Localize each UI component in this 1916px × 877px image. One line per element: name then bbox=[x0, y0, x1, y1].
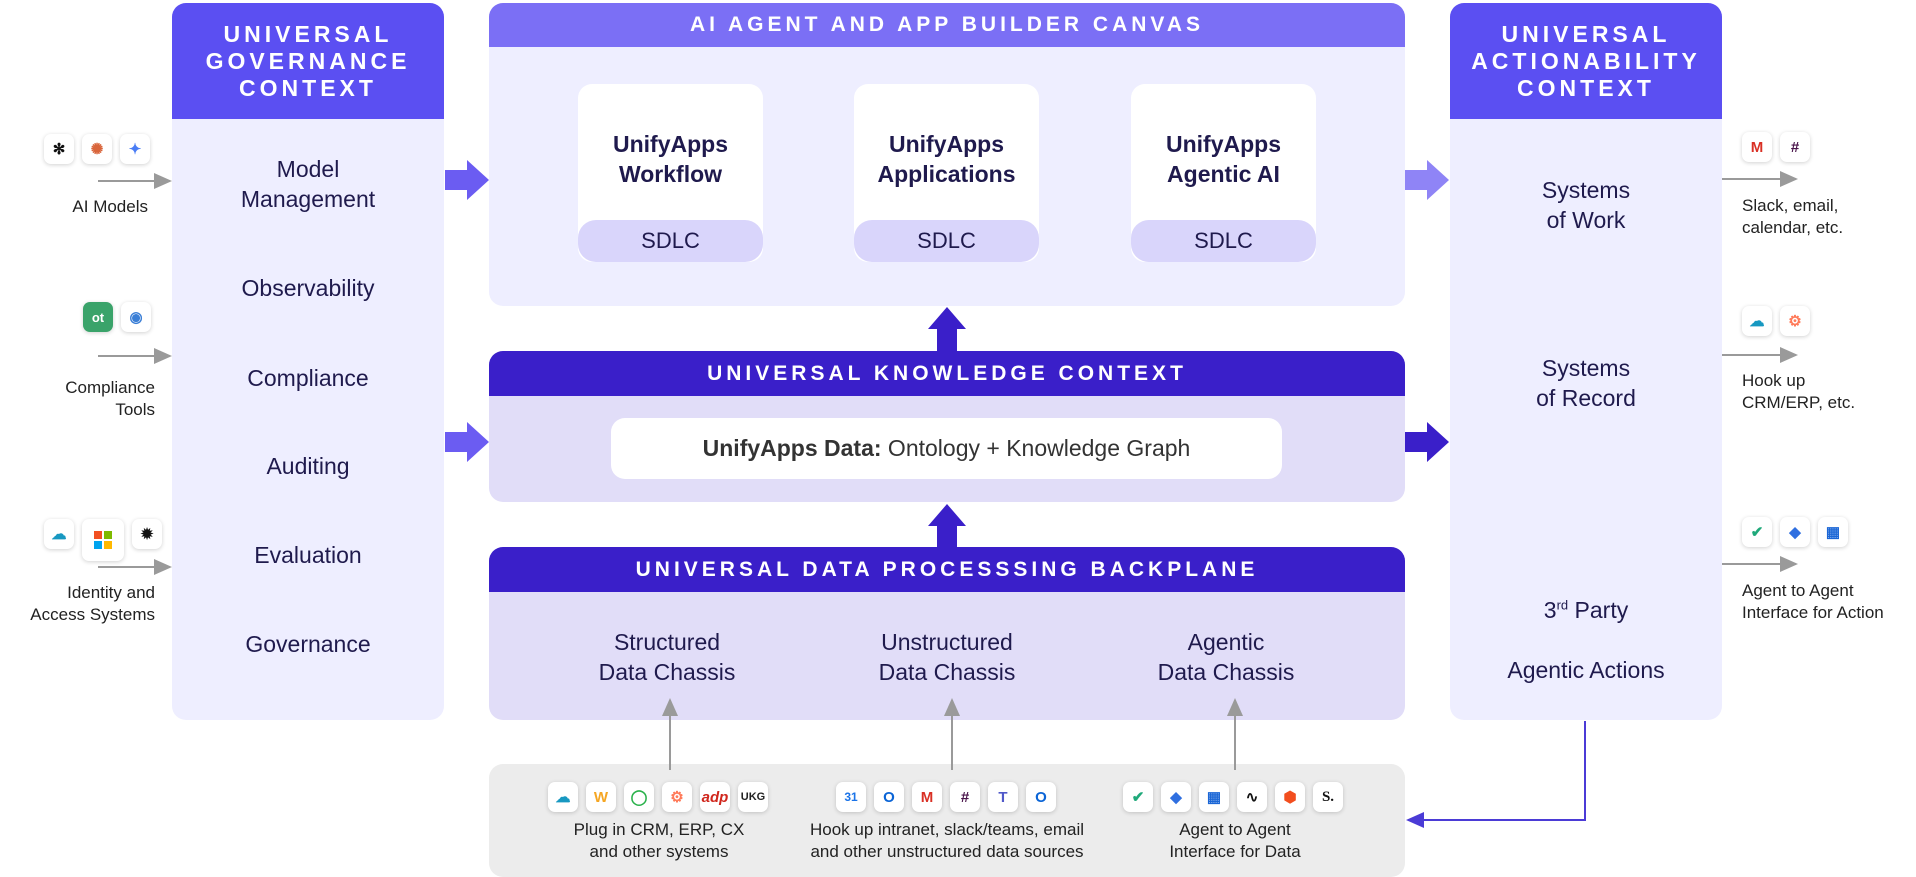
slack-icon: # bbox=[1780, 132, 1810, 162]
swirl-icon: ∿ bbox=[1237, 782, 1267, 812]
canvas-title: AI AGENT AND APP BUILDER CANVAS bbox=[489, 3, 1405, 47]
check-icon: ✔ bbox=[1123, 782, 1153, 812]
knowledge-rest: Ontology + Knowledge Graph bbox=[881, 435, 1191, 461]
governance-column bbox=[172, 3, 444, 720]
microsoft-icon bbox=[82, 519, 124, 561]
ukg-icon: UKG bbox=[738, 782, 768, 812]
governance-title: UNIVERSAL GOVERNANCE CONTEXT bbox=[172, 3, 444, 119]
knowledge-title: UNIVERSAL KNOWLEDGE CONTEXT bbox=[489, 351, 1405, 396]
jira-icon: ◆ bbox=[1161, 782, 1191, 812]
knowledge-bold: UnifyApps Data: bbox=[702, 435, 882, 461]
third-party-label: 3rd Party bbox=[1543, 596, 1629, 623]
hubspot-icon: ⚙ bbox=[1780, 306, 1810, 336]
card-agentic-ai-sdlc: SDLC bbox=[1131, 220, 1316, 262]
card-agentic-ai-title: UnifyApps Agentic AI bbox=[1166, 131, 1281, 187]
salesforce-icon: ☁ bbox=[44, 519, 74, 549]
chassis-structured: Structured Data Chassis bbox=[598, 629, 736, 685]
freshdesk-icon: ◯ bbox=[624, 782, 654, 812]
check-icon: ✔ bbox=[1742, 517, 1772, 547]
unstructured-sources-caption: Hook up intranet, slack/teams, email and… bbox=[809, 820, 1084, 861]
governance-item-evaluation: Evaluation bbox=[254, 542, 362, 568]
adp-icon: adp bbox=[700, 782, 730, 812]
card-applications-sdlc: SDLC bbox=[854, 220, 1039, 262]
actionability-item-systems-of-work: Systems of Work bbox=[1541, 177, 1631, 233]
arrow-feedback bbox=[1406, 721, 1586, 828]
anthropic-icon: ✺ bbox=[82, 134, 112, 164]
identity-icons: ☁ ✹ bbox=[44, 519, 162, 561]
outlook-icon: O bbox=[1026, 782, 1056, 812]
card-applications-title: UnifyApps Applications bbox=[877, 131, 1016, 187]
card-workflow-sdlc: SDLC bbox=[578, 220, 763, 262]
governance-item-model-management: Model Management bbox=[240, 156, 376, 212]
trello-icon: ▦ bbox=[1818, 517, 1848, 547]
compliance-tools-icons: ot ◉ bbox=[83, 302, 151, 332]
block-arrow-knowledge-canvas bbox=[928, 307, 966, 351]
s-icon: S. bbox=[1313, 782, 1343, 812]
governance-item-compliance: Compliance bbox=[247, 365, 369, 391]
governance-item-observability: Observability bbox=[241, 275, 375, 301]
ai-models-caption: AI Models bbox=[72, 197, 148, 216]
actionability-item-systems-of-record: Systems of Record bbox=[1536, 355, 1636, 411]
crm-erp-sources-icons: ☁ W ◯ ⚙ adp UKG bbox=[548, 782, 768, 812]
slack-email-caption: Slack, email, calendar, etc. bbox=[1742, 196, 1844, 237]
workday-icon: W bbox=[586, 782, 616, 812]
block-arrow-backplane-knowledge bbox=[928, 504, 966, 547]
agent-data-icons: ✔ ◆ ▦ ∿ ⬢ S. bbox=[1123, 782, 1343, 812]
figma-icon: ⬢ bbox=[1275, 782, 1305, 812]
actionability-column bbox=[1450, 3, 1722, 720]
eye-icon: ◉ bbox=[121, 302, 151, 332]
card-workflow-title: UnifyApps Workflow bbox=[613, 131, 728, 187]
knowledge-graph-box: UnifyApps Data: Ontology + Knowledge Gra… bbox=[611, 418, 1282, 479]
gemini-icon: ✦ bbox=[120, 134, 150, 164]
okta-icon: ✹ bbox=[132, 519, 162, 549]
block-arrow-knowledge-action bbox=[1405, 422, 1449, 462]
block-arrow-gov-canvas bbox=[445, 160, 489, 200]
actionability-item-3rd-party: 3rd Party Agentic Actions bbox=[1450, 560, 1722, 685]
slack-email-icons: M # bbox=[1742, 132, 1810, 162]
identity-caption: Identity and Access Systems bbox=[30, 583, 155, 624]
gmail-icon: M bbox=[912, 782, 942, 812]
governance-item-governance: Governance bbox=[245, 631, 371, 657]
unstructured-sources-icons: 31 O M # T O bbox=[836, 782, 1056, 812]
agent-action-icons: ✔ ◆ ▦ bbox=[1742, 517, 1848, 547]
teams-icon: T bbox=[988, 782, 1018, 812]
ai-models-icons: ✻ ✺ ✦ bbox=[44, 134, 150, 164]
agent-data-caption: Agent to Agent Interface for Data bbox=[1169, 820, 1301, 861]
crm-erp-icons: ☁ ⚙ bbox=[1742, 306, 1810, 336]
slack-icon: # bbox=[950, 782, 980, 812]
crm-erp-caption: Hook up CRM/ERP, etc. bbox=[1742, 371, 1856, 412]
actionability-title: UNIVERSAL ACTIONABILITY CONTEXT bbox=[1450, 3, 1722, 119]
openai-icon: ✻ bbox=[44, 134, 74, 164]
gcalendar-icon: 31 bbox=[836, 782, 866, 812]
salesforce-icon: ☁ bbox=[1742, 306, 1772, 336]
trello-icon: ▦ bbox=[1199, 782, 1229, 812]
chassis-unstructured: Unstructured Data Chassis bbox=[878, 629, 1016, 685]
ot-icon: ot bbox=[83, 302, 113, 332]
backplane-title: UNIVERSAL DATA PROCESSSING BACKPLANE bbox=[489, 547, 1405, 592]
block-arrow-canvas-action bbox=[1405, 160, 1449, 200]
jira-icon: ◆ bbox=[1780, 517, 1810, 547]
governance-item-auditing: Auditing bbox=[266, 453, 350, 479]
block-arrow-gov-knowledge bbox=[445, 422, 489, 462]
agent-action-caption: Agent to Agent Interface for Action bbox=[1742, 581, 1884, 622]
hubspot-icon: ⚙ bbox=[662, 782, 692, 812]
agentic-actions-label: Agentic Actions bbox=[1507, 656, 1665, 683]
gmail-icon: M bbox=[1742, 132, 1772, 162]
compliance-tools-caption: Compliance Tools bbox=[65, 378, 155, 419]
chassis-agentic: Agentic Data Chassis bbox=[1157, 629, 1295, 685]
salesforce-icon: ☁ bbox=[548, 782, 578, 812]
outlook-icon: O bbox=[874, 782, 904, 812]
crm-erp-sources-caption: Plug in CRM, ERP, CX and other systems bbox=[573, 820, 745, 861]
